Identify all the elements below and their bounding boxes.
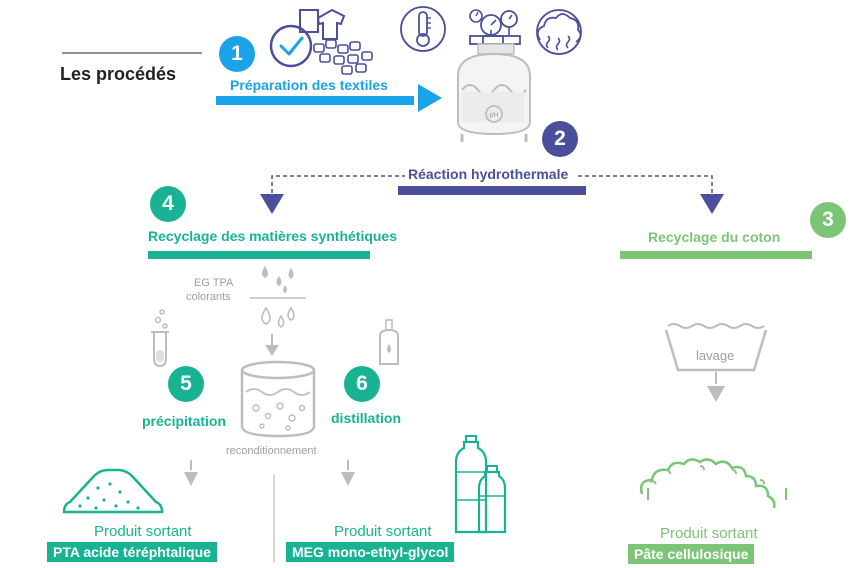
flow-arrows xyxy=(184,372,725,486)
step-1-label: Préparation des textiles xyxy=(230,77,388,93)
thermometer-icon xyxy=(400,6,446,52)
step-1-bar xyxy=(216,96,414,105)
step-2-label: Réaction hydrothermale xyxy=(405,166,572,182)
branch-right-line xyxy=(578,175,713,194)
step-1-number: 1 xyxy=(219,36,255,72)
output-1-product: PTA acide téréphtalique xyxy=(47,542,217,562)
step-4-number: 4 xyxy=(150,186,186,222)
bottles-icon xyxy=(454,435,507,534)
steam-icon xyxy=(536,9,582,55)
page-title: Les procédés xyxy=(60,64,177,84)
step-3-label: Recyclage du coton xyxy=(648,229,781,245)
tank-icon xyxy=(240,360,316,438)
output-3-product: Pâte cellulosique xyxy=(628,544,755,564)
textiles-icon xyxy=(269,8,373,75)
svg-text:pH: pH xyxy=(490,112,499,119)
step-3-bar xyxy=(620,251,812,259)
branch-right-arrow xyxy=(700,194,724,214)
reconditionnement-label: reconditionnement xyxy=(226,445,317,457)
branch-left-line xyxy=(271,175,406,194)
step-5-number: 5 xyxy=(168,366,204,402)
step-6-number: 6 xyxy=(344,366,380,402)
flask-icon xyxy=(379,319,399,365)
step-4-label: Recyclage des matières synthétiques xyxy=(148,228,398,244)
washing-icon xyxy=(664,323,768,372)
step-1-arrow xyxy=(418,84,442,112)
output-2-product: MEG mono-ethyl-glycol xyxy=(286,542,455,562)
output-3-caption: Produit sortant xyxy=(660,525,758,542)
output-2-caption: Produit sortant xyxy=(334,523,432,540)
step-2-bar xyxy=(398,186,586,195)
powder-pile-icon xyxy=(62,468,164,514)
branch-left-arrow xyxy=(260,194,284,214)
step-6-label: distillation xyxy=(331,410,401,426)
step-5-label: précipitation xyxy=(142,413,227,429)
step-4-bar xyxy=(148,251,370,259)
lavage-label: lavage xyxy=(696,348,735,363)
test-tube-icon xyxy=(151,309,169,368)
output-1-caption: Produit sortant xyxy=(94,523,192,540)
pressure-gauge-icon xyxy=(469,9,521,49)
step-3-number: 3 xyxy=(810,202,846,238)
colorants-label: colorants xyxy=(186,291,231,303)
reactor-icon: pH xyxy=(457,43,531,142)
drops-icon xyxy=(250,266,306,356)
eg-tpa-label: EG TPA xyxy=(194,277,234,289)
step-2-number: 2 xyxy=(542,121,578,157)
pulp-icon xyxy=(639,458,787,509)
